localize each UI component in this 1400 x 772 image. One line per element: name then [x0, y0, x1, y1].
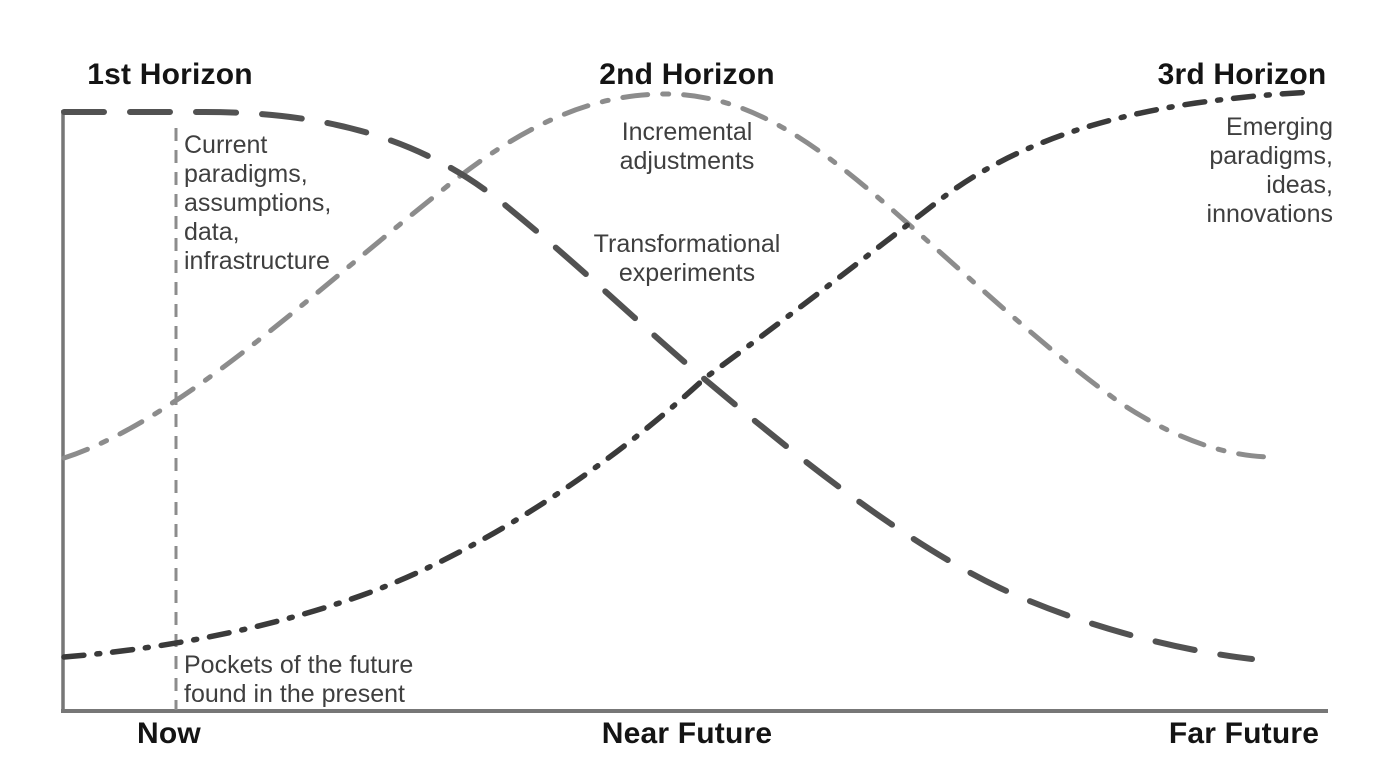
horizon1-annotation: Current paradigms, assumptions, data, in… — [184, 131, 331, 276]
axis-label-far-future: Far Future — [1168, 717, 1320, 750]
horizon3-title: 3rd Horizon — [1157, 58, 1327, 91]
annotation-line: Emerging — [1226, 113, 1333, 141]
annotation-line: Transformational — [593, 230, 781, 258]
annotation-line: innovations — [1206, 200, 1333, 228]
horizon2-title: 2nd Horizon — [599, 58, 775, 91]
annotation-line: Current — [184, 131, 268, 159]
annotation-line: ideas, — [1266, 171, 1333, 199]
horizon1-title: 1st Horizon — [87, 58, 253, 91]
horizon2-upper-annotation: Incremental adjustments — [557, 118, 817, 176]
annotation-line: assumptions, — [184, 189, 332, 217]
axis-label-now: Now — [137, 717, 201, 750]
horizon3-curve — [61, 89, 1317, 660]
horizon2-curve — [61, 91, 1275, 461]
annotation-line: paradigms, — [184, 160, 308, 188]
pockets-annotation: Pockets of the future found in the prese… — [184, 651, 413, 709]
annotation-line: Pockets of the future — [184, 651, 414, 679]
annotation-line: found in the present — [184, 680, 405, 708]
annotation-line: data, — [184, 218, 240, 246]
horizon3-annotation: Emerging paradigms, ideas, innovations — [1083, 113, 1333, 229]
axis-label-near-future: Near Future — [601, 717, 773, 750]
annotation-line: infrastructure — [184, 247, 330, 275]
annotation-line: adjustments — [619, 147, 755, 175]
annotation-line: Incremental — [621, 118, 753, 146]
annotation-line: paradigms, — [1209, 142, 1333, 170]
annotation-line: experiments — [618, 259, 756, 287]
horizon1-curve — [61, 109, 1255, 662]
horizon2-lower-annotation: Transformational experiments — [557, 230, 817, 288]
